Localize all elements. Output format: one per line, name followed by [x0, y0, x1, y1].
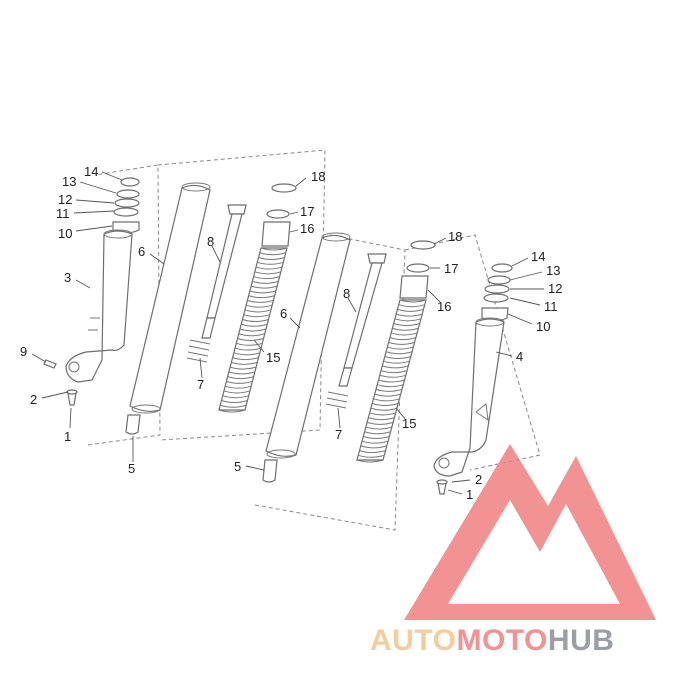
right-bushing-5: [262, 459, 278, 483]
callout-8-right: 8: [343, 286, 350, 301]
callout-5-left: 5: [128, 461, 135, 476]
right-washer-2: [436, 479, 448, 485]
callout-18-left: 18: [311, 169, 325, 184]
callout-6-left: 6: [138, 244, 145, 259]
logo-word-moto: MOTO: [456, 624, 547, 657]
callout-16-left: 16: [300, 221, 314, 236]
right-inner-tube: [262, 232, 351, 483]
callout-7-left: 7: [197, 377, 204, 392]
left-ring-12: [114, 198, 140, 208]
left-ring-11: [113, 207, 139, 217]
callout-11-right: 11: [544, 299, 558, 314]
callout-4: 4: [516, 349, 523, 364]
right-screw-1: [437, 482, 447, 495]
right-washer-13: [487, 275, 511, 285]
left-washer-13: [116, 189, 140, 199]
right-oring-17: [406, 263, 430, 273]
right-cap-14: [491, 263, 513, 273]
right-ring-12: [484, 284, 510, 294]
callout-17-right: 17: [444, 261, 458, 276]
callout-12-left: 12: [58, 192, 72, 207]
left-main-spring: [218, 183, 297, 413]
callout-7-right: 7: [335, 427, 342, 442]
callout-10-left: 10: [58, 226, 72, 241]
callout-5-right: 5: [234, 459, 241, 474]
right-damper-rod: [325, 253, 387, 409]
left-bushing-5: [125, 414, 141, 435]
right-spring-7: [325, 391, 349, 409]
right-fork-leg: [433, 263, 513, 495]
left-washer-2: [66, 389, 78, 395]
callout-18-right: 18: [448, 229, 462, 244]
right-main-spring: [356, 240, 436, 463]
left-spring-15-coils: [218, 247, 288, 413]
logo-word-auto: AUTO: [370, 624, 456, 657]
callout-6-right: 6: [280, 306, 287, 321]
left-spring-7: [186, 339, 211, 363]
callout-8-left: 8: [207, 234, 214, 249]
callout-14-right: 14: [531, 249, 545, 264]
callout-9: 9: [20, 344, 27, 359]
leader-lines: [31, 171, 544, 495]
callout-12-right: 12: [548, 281, 562, 296]
callout-2-right: 2: [475, 472, 482, 487]
right-spring-15-coils: [356, 299, 427, 463]
callout-3: 3: [64, 270, 71, 285]
logo-word-hub: HUB: [548, 624, 615, 657]
left-inner-tube: [125, 182, 211, 435]
callout-1-right: 1: [466, 487, 473, 502]
callout-15-right: 15: [402, 416, 416, 431]
left-outer-tube: [65, 230, 133, 383]
callout-1-left: 1: [64, 429, 71, 444]
left-fork-leg: [43, 177, 140, 406]
right-ring-11: [483, 293, 509, 303]
logo-triangle-mark: [404, 444, 656, 620]
left-oring-17: [266, 209, 290, 219]
automotohub-logo: AUTOMOTOHUB: [370, 444, 656, 657]
callout-14-left: 14: [84, 164, 98, 179]
left-oring-18: [271, 183, 297, 193]
left-cap-16: [261, 221, 291, 247]
callout-17-left: 17: [300, 204, 314, 219]
logo-wordmark: AUTOMOTOHUB: [370, 624, 614, 657]
left-screw-9: [43, 359, 57, 369]
left-screw-1: [67, 392, 77, 406]
left-damper-rod: [186, 204, 247, 363]
callout-15-left: 15: [266, 350, 280, 365]
left-cap-14: [120, 177, 140, 187]
callout-10-right: 10: [536, 319, 550, 334]
logo-inner-chevron: [486, 544, 596, 596]
callout-13-right: 13: [546, 263, 560, 278]
callout-11-left: 11: [56, 206, 70, 221]
right-outer-tube: [433, 318, 505, 477]
callout-13-left: 13: [62, 174, 76, 189]
right-oring-18: [410, 240, 436, 250]
right-cap-16: [399, 275, 429, 299]
callout-labels: 14 13 12 11 10 3 9 2 1 6 5 8 7 18 17 16 …: [20, 164, 562, 502]
callout-16-right: 16: [437, 299, 451, 314]
callout-2-left: 2: [30, 392, 37, 407]
